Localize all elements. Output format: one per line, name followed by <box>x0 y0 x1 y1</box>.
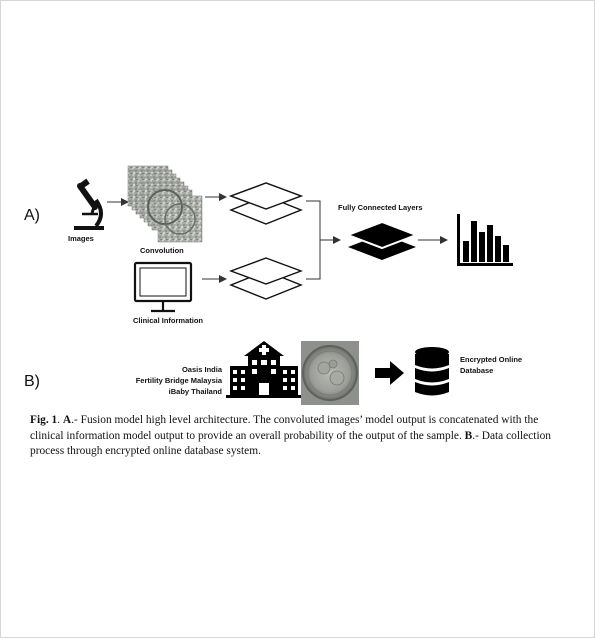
convolution-label: Convolution <box>140 246 184 255</box>
clinical-model-layers <box>228 257 304 300</box>
panel-b-label: B) <box>24 373 40 390</box>
embryo-image <box>301 341 359 405</box>
source-ibaby-thailand: iBaby Thailand <box>169 387 223 396</box>
fully-connected-layers <box>345 220 419 260</box>
caption-b-label: B <box>464 429 473 442</box>
database-label-line2: Database <box>460 366 493 375</box>
clinical-information-label: Clinical Information <box>133 316 203 325</box>
fully-connected-label: Fully Connected Layers <box>338 203 423 212</box>
images-label: Images <box>68 234 94 243</box>
source-fertility-bridge: Fertility Bridge Malaysia <box>136 376 223 385</box>
panel-a-label: A) <box>24 207 40 224</box>
caption-fig-label: Fig. 1 <box>30 414 58 426</box>
microscope-icon <box>74 178 104 230</box>
database-icon <box>415 347 449 396</box>
image-model-layers <box>228 182 304 225</box>
hospital-icon <box>226 341 302 398</box>
figure-diagram: A) Images Convolution <box>24 165 522 405</box>
caption-a-text: .- Fusion model high level architecture.… <box>30 414 539 442</box>
output-bar-chart-icon <box>457 214 513 266</box>
monitor-icon <box>133 261 193 313</box>
merge-connector <box>306 200 341 280</box>
caption-sep: . <box>57 414 63 426</box>
database-label-line1: Encrypted Online <box>460 355 522 364</box>
caption-a-label: A <box>62 414 72 426</box>
big-arrow-icon <box>375 361 404 385</box>
convolution-image-stack <box>127 165 203 243</box>
source-oasis-india: Oasis India <box>182 365 223 374</box>
caption-b-text: .- Data collection process through encry… <box>30 429 552 458</box>
figure-caption: Fig. 1. A.- Fusion model high level arch… <box>30 413 570 460</box>
